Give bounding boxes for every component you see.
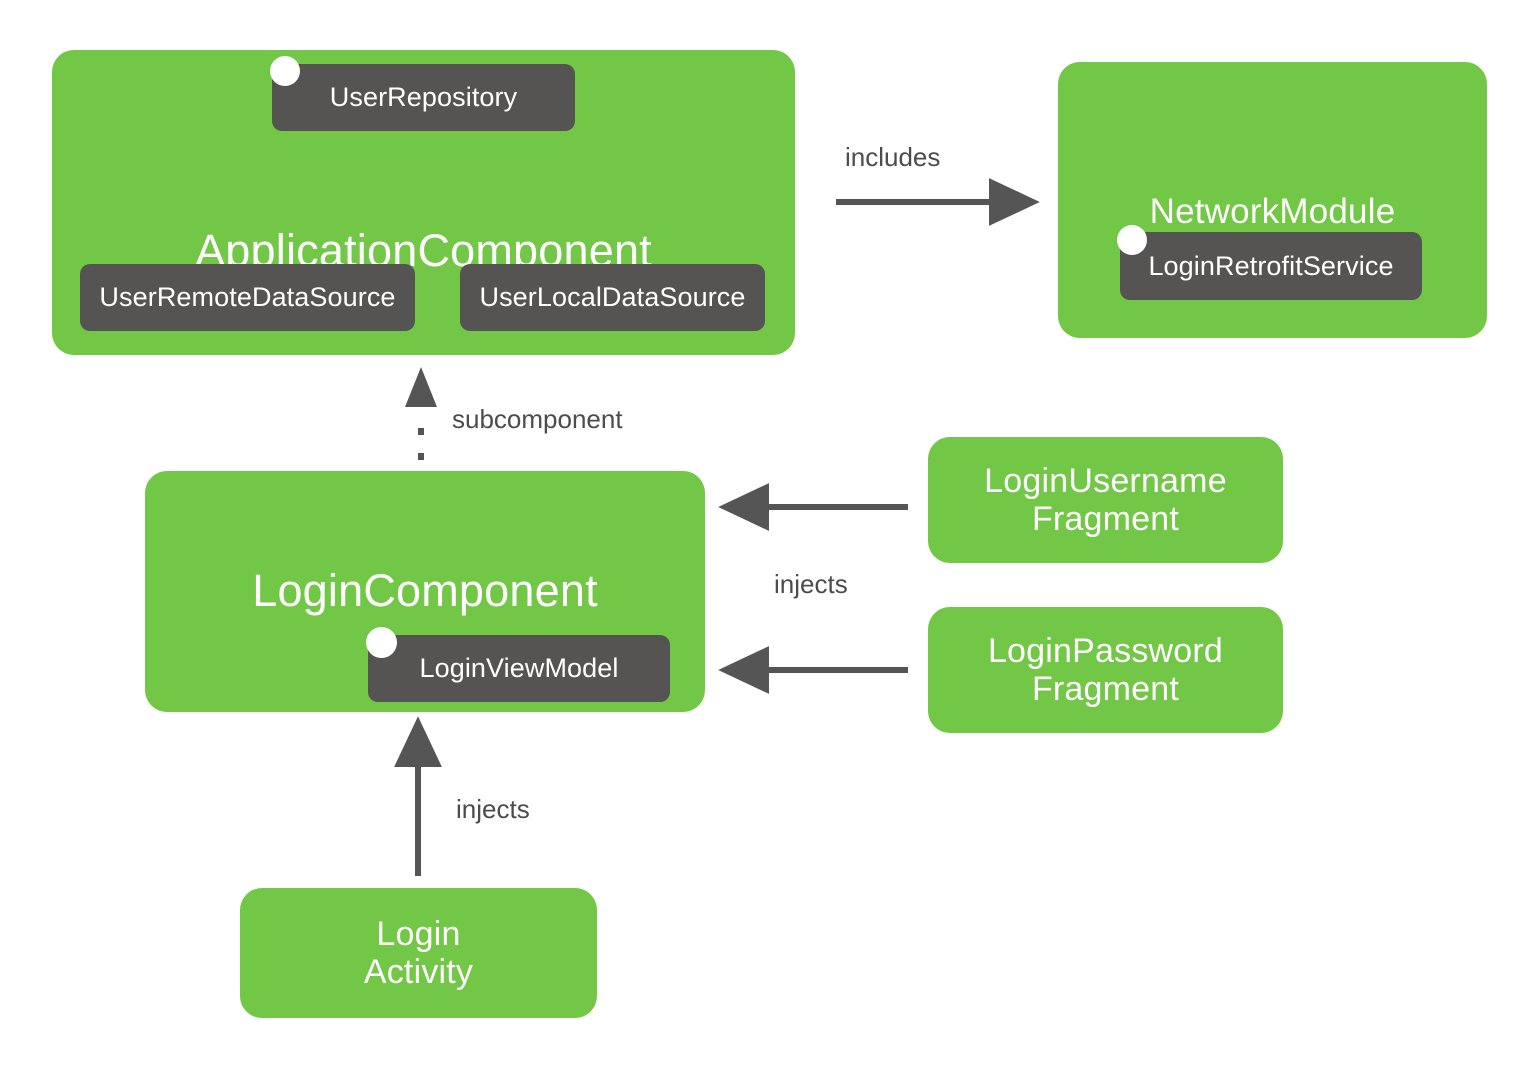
chip-user-local-data-source[interactable]: UserLocalDataSource bbox=[460, 264, 765, 331]
chip-user-remote-data-source-label: UserRemoteDataSource bbox=[99, 282, 396, 312]
node-login-activity[interactable]: Login Activity bbox=[240, 888, 597, 1018]
provision-dot-icon-login-view-model bbox=[366, 627, 397, 658]
chip-login-view-model[interactable]: LoginViewModel bbox=[368, 635, 670, 702]
chip-user-repository-label: UserRepository bbox=[329, 82, 518, 112]
chip-login-retrofit-service-label: LoginRetrofitService bbox=[1148, 250, 1394, 281]
provision-dot-icon-login-retrofit-service bbox=[1117, 225, 1147, 255]
chip-user-remote-data-source[interactable]: UserRemoteDataSource bbox=[80, 264, 415, 331]
edge-label-injects-fragments: injects bbox=[774, 569, 848, 599]
login-username-fragment-title: LoginUsername Fragment bbox=[984, 461, 1227, 538]
chip-user-local-data-source-label: UserLocalDataSource bbox=[479, 282, 746, 312]
node-login-password-fragment[interactable]: LoginPassword Fragment bbox=[928, 607, 1283, 733]
chip-login-retrofit-service[interactable]: LoginRetrofitService bbox=[1120, 232, 1422, 300]
provision-dot-icon-user-repository bbox=[270, 56, 300, 86]
node-login-username-fragment[interactable]: LoginUsername Fragment bbox=[928, 437, 1283, 563]
chip-login-view-model-label: LoginViewModel bbox=[419, 653, 619, 683]
chip-user-repository[interactable]: UserRepository bbox=[272, 64, 575, 131]
edge-label-includes: includes bbox=[845, 142, 941, 172]
login-activity-title: Login Activity bbox=[363, 914, 474, 991]
login-component-title: LoginComponent bbox=[252, 565, 598, 616]
network-module-title: NetworkModule bbox=[1149, 192, 1396, 231]
edge-label-injects-activity: injects bbox=[456, 794, 530, 824]
edge-subcomponent bbox=[405, 367, 437, 460]
edge-label-subcomponent: subcomponent bbox=[452, 404, 623, 434]
login-password-fragment-title: LoginPassword Fragment bbox=[987, 631, 1224, 708]
